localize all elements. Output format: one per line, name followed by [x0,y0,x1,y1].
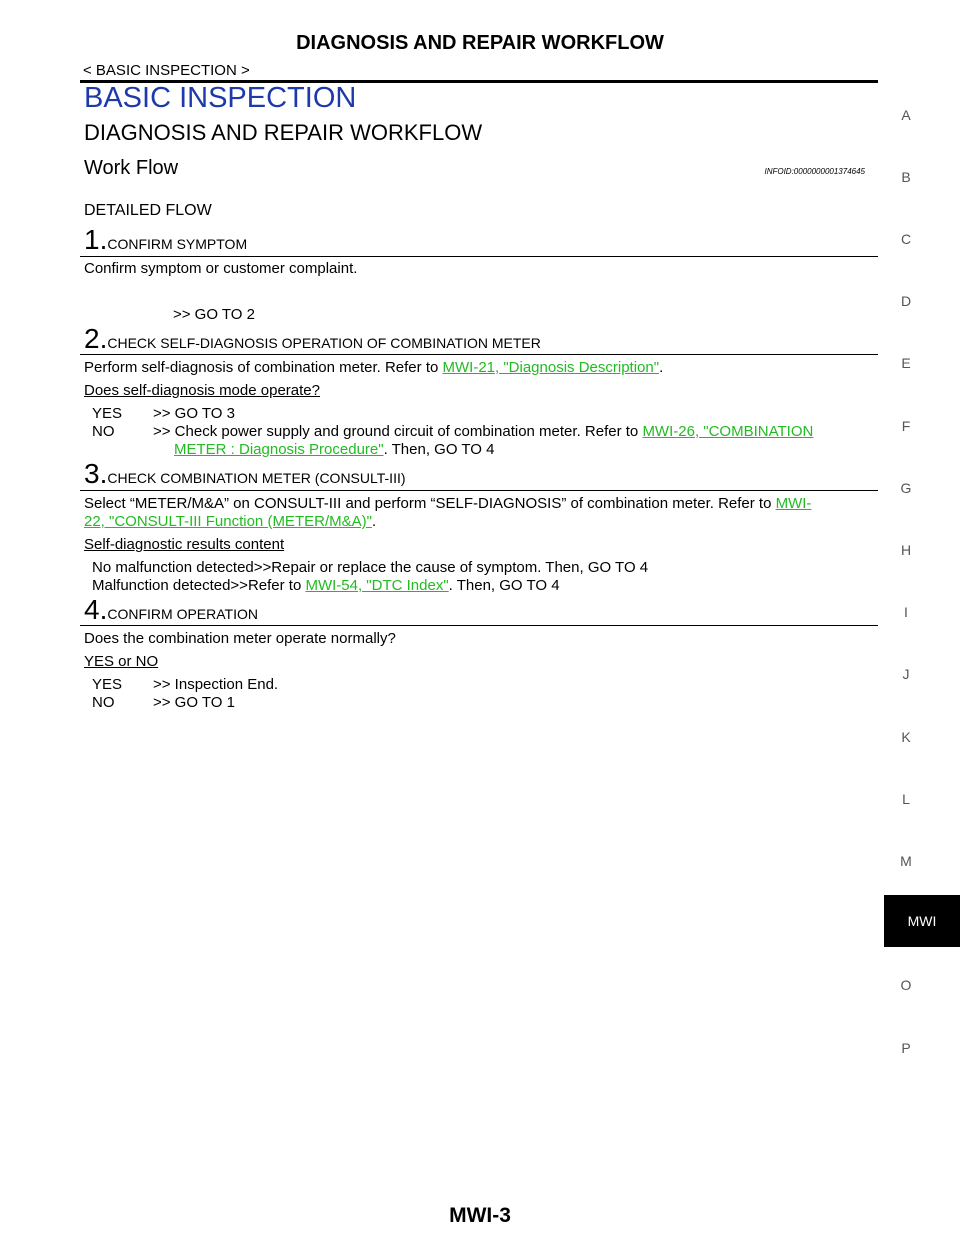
step-3-option-2-link[interactable]: MWI-54, "DTC Index" [305,577,449,594]
side-index-p[interactable]: P [901,1040,911,1056]
step-4-no-label: NO [92,694,115,711]
step-2-yes-label: YES [92,405,123,422]
step-2-no-text-cont: METER : Diagnosis Procedure". Then, GO T… [174,441,494,458]
step-2-no-text: >> Check power supply and ground circuit… [153,423,813,440]
step-4-text: Does the combination meter operate norma… [84,630,396,647]
step-3-option-2-after: . Then, GO TO 4 [448,577,560,594]
step-4-rule [80,625,878,626]
step-3-text: Select “METER/M&A” on CONSULT-III and pe… [84,495,811,512]
step-1-heading: 1.CONFIRM SYMPTOM [84,226,247,254]
breadcrumb: < BASIC INSPECTION > [83,62,250,79]
side-index-b[interactable]: B [901,169,911,185]
step-3-option-1: No malfunction detected>>Repair or repla… [92,559,649,576]
side-index-i[interactable]: I [904,604,908,620]
step-3-rule [80,490,878,491]
side-index-j[interactable]: J [902,666,910,682]
side-index-k[interactable]: K [901,729,911,745]
side-index-g[interactable]: G [900,480,912,496]
step-2-yes-text: >> GO TO 3 [153,405,235,422]
step-1-text: Confirm symptom or customer complaint. [84,260,358,277]
step-3-link-1[interactable]: MWI- [775,495,812,512]
side-index-m[interactable]: M [900,853,912,869]
step-2-text-after: . [659,359,664,376]
step-1-rule [80,256,878,257]
page-header-title: DIAGNOSIS AND REPAIR WORKFLOW [296,32,664,54]
side-index-h[interactable]: H [900,542,912,558]
step-4-number: 4. [84,594,108,625]
step-1-number: 1. [84,224,108,255]
side-index-l[interactable]: L [902,791,910,807]
side-index-active-tab[interactable]: MWI [884,895,960,947]
header-divider [80,80,878,83]
step-3-question: Self-diagnostic results content [84,536,285,553]
step-2-no-after: . Then, GO TO 4 [383,441,495,458]
step-1-go: >> GO TO 2 [173,306,255,323]
side-index-c[interactable]: C [900,231,912,247]
step-2-number: 2. [84,323,108,354]
detailed-flow-heading: DETAILED FLOW [84,202,212,219]
step-2-title: CHECK SELF-DIAGNOSIS OPERATION OF COMBIN… [107,335,541,351]
step-2-no-label: NO [92,423,115,440]
side-index-d[interactable]: D [900,293,912,309]
step-4-question: YES or NO [84,653,159,670]
step-3-option-2-before: Malfunction detected>>Refer to [92,577,306,594]
step-3-text-before: Select “METER/M&A” on CONSULT-III and pe… [84,495,776,512]
side-index-o[interactable]: O [900,977,912,993]
step-4-title: CONFIRM OPERATION [107,606,258,622]
side-index-a[interactable]: A [901,107,911,123]
step-2-rule [80,354,878,355]
info-id: INFOID:0000000001374645 [764,167,865,176]
subsection-title: DIAGNOSIS AND REPAIR WORKFLOW [84,120,483,145]
step-3-link-2[interactable]: 22, "CONSULT-III Function (METER/M&A)" [84,513,372,530]
step-4-heading: 4.CONFIRM OPERATION [84,596,258,624]
step-1-title: CONFIRM SYMPTOM [107,236,248,252]
step-2-no-link-1[interactable]: MWI-26, "COMBINATION [642,423,814,440]
step-3-number: 3. [84,458,108,489]
side-index-f[interactable]: F [901,418,911,434]
side-index-e[interactable]: E [901,355,911,371]
step-2-heading: 2.CHECK SELF-DIAGNOSIS OPERATION OF COMB… [84,325,541,353]
section-title: BASIC INSPECTION [84,82,357,114]
step-3-option-2: Malfunction detected>>Refer to MWI-54, "… [92,577,560,594]
step-3-text-cont: 22, "CONSULT-III Function (METER/M&A)". [84,513,376,530]
step-2-text: Perform self-diagnosis of combination me… [84,359,663,376]
step-4-no-text: >> GO TO 1 [153,694,235,711]
work-flow-title: Work Flow [84,157,179,179]
step-2-link[interactable]: MWI-21, "Diagnosis Description" [442,359,660,376]
step-2-no-text-body: >> Check power supply and ground circuit… [153,423,643,440]
step-3-text-after: . [371,513,377,530]
step-3-title: CHECK COMBINATION METER (CONSULT-III) [107,470,406,486]
step-3-heading: 3.CHECK COMBINATION METER (CONSULT-III) [84,460,406,488]
step-2-no-link-2[interactable]: METER : Diagnosis Procedure" [174,441,384,458]
step-4-yes-text: >> Inspection End. [153,676,279,693]
step-4-yes-label: YES [92,676,123,693]
step-2-question: Does self-diagnosis mode operate? [84,382,320,399]
step-2-text-before: Perform self-diagnosis of combination me… [84,359,443,376]
page-number: MWI-3 [449,1204,511,1227]
